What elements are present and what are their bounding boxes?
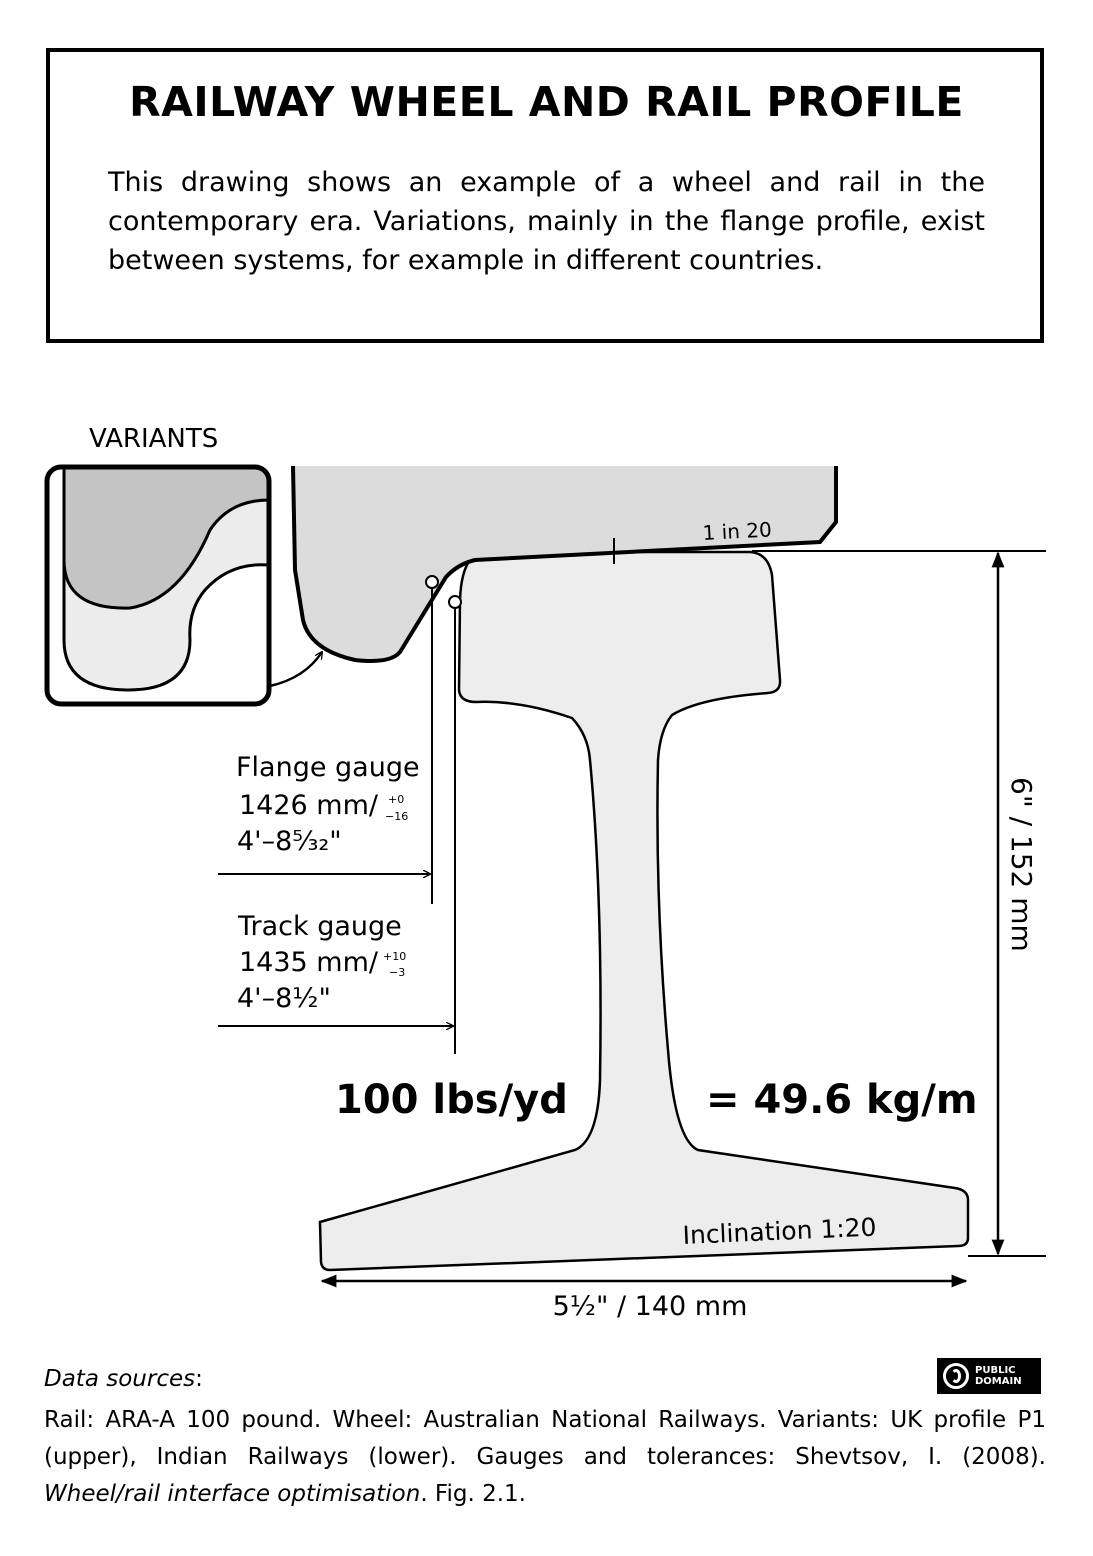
flange-gauge-metric: 1426 mm/ [239, 790, 379, 821]
rail-profile [318, 550, 970, 1272]
book-title: Wheel/rail interface optimisation [44, 1481, 421, 1507]
variants-label: VARIANTS [89, 424, 218, 454]
public-domain-icon [943, 1363, 969, 1389]
weight-metric: = 49.6 kg/m [706, 1077, 978, 1123]
flange-contact-point [425, 575, 439, 589]
track-gauge-metric: 1435 mm/ [239, 947, 379, 978]
track-gauge-imperial: 4'–8½" [237, 983, 331, 1014]
height-label: 6" / 152 mm [1005, 777, 1038, 952]
variants-pointer-arrow [269, 652, 322, 688]
wheel-profile [293, 466, 836, 661]
slope-label: 1 in 20 [702, 517, 772, 545]
variants-inset [44, 464, 272, 707]
sources-heading-text: Data sources [44, 1366, 196, 1392]
badge-line2: DOMAIN [975, 1376, 1022, 1387]
header-box [46, 48, 1044, 343]
sources-text: Rail: ARA-A 100 pound. Wheel: Australian… [44, 1407, 1046, 1470]
track-gauge-tol-plus: +10 [383, 950, 406, 963]
sources-heading: Data sources: [44, 1366, 203, 1392]
track-gauge-title: Track gauge [237, 911, 402, 942]
flange-gauge-tol-plus: +0 [388, 793, 404, 806]
wheel-outline [291, 465, 838, 663]
sources-body: Rail: ARA-A 100 pound. Wheel: Australian… [44, 1402, 1046, 1513]
page-title: RAILWAY WHEEL AND RAIL PROFILE [129, 78, 964, 126]
gauge-contact-point [448, 595, 462, 609]
description: This drawing shows an example of a wheel… [108, 167, 985, 276]
weight-imperial: 100 lbs/yd [335, 1077, 568, 1123]
fig-ref: . Fig. 2.1. [420, 1481, 526, 1507]
flange-gauge-tol-minus: −16 [385, 810, 408, 823]
track-gauge-tol-minus: −3 [389, 966, 405, 979]
badge-line1: PUBLIC [975, 1365, 1016, 1376]
flange-gauge-imperial: 4'–8⁵⁄₃₂" [237, 826, 342, 857]
width-label: 5½" / 140 mm [553, 1291, 748, 1322]
variant-upper-profile [62, 467, 269, 610]
flange-gauge-title: Flange gauge [236, 752, 420, 783]
